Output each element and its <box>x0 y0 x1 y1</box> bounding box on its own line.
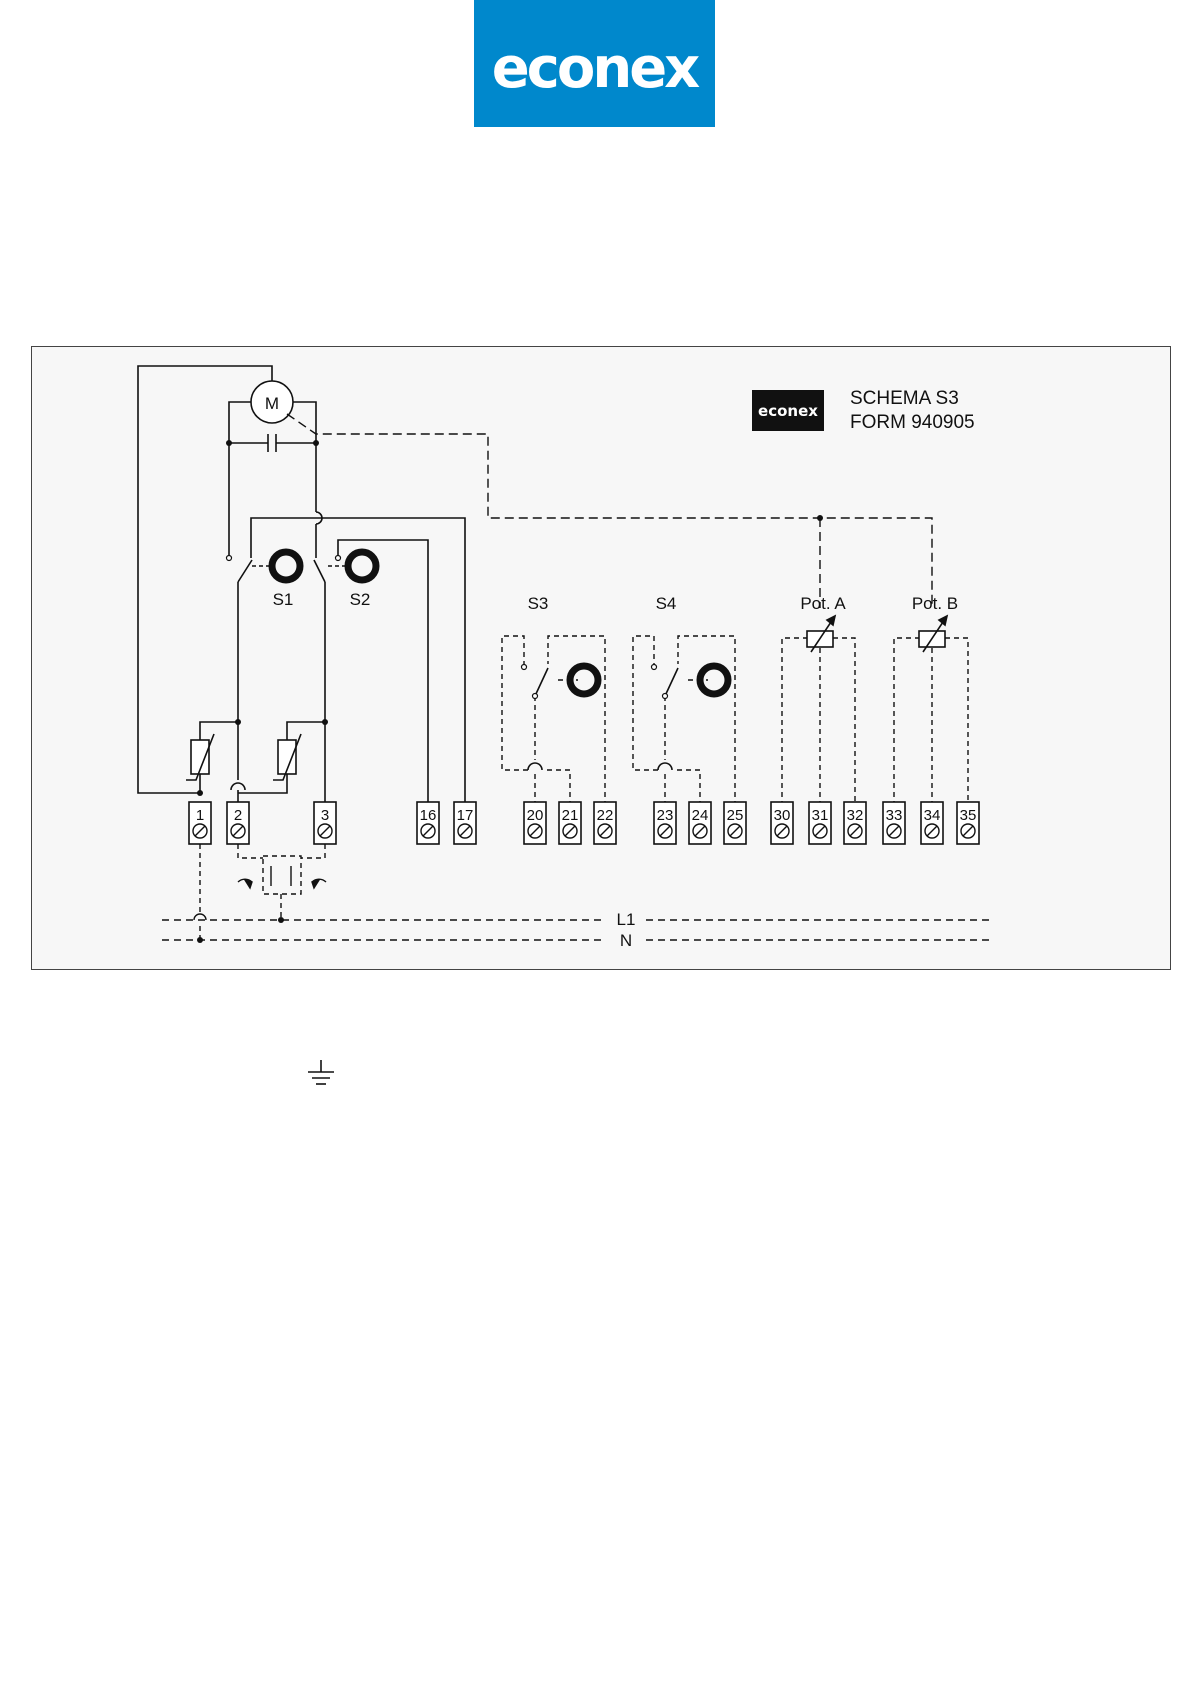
terminal-label: 24 <box>692 807 709 824</box>
brand-badge-text: econex <box>758 402 818 420</box>
pot-a-wiring <box>782 638 855 806</box>
terminal-label: 1 <box>196 807 204 824</box>
terminal-block-16: 16 <box>417 802 439 844</box>
terminal-block-2: 2 <box>227 802 249 844</box>
thermistor <box>186 734 214 780</box>
contact-point <box>533 694 538 699</box>
junction-dot <box>322 719 328 725</box>
motor-wiring <box>138 366 465 806</box>
potentiometer-a <box>807 616 835 652</box>
terminal-label: 34 <box>924 807 941 824</box>
switch-s4-wiring <box>633 636 735 806</box>
motor-symbol <box>229 381 316 452</box>
terminal-label: 30 <box>774 807 791 824</box>
terminal-label: 23 <box>657 807 674 824</box>
pot-label-b: Pot. B <box>912 594 958 613</box>
potentiometer-b <box>919 616 947 652</box>
terminal-label: 2 <box>234 807 242 824</box>
neutral-line-label: N <box>620 931 632 950</box>
junction-dot <box>817 515 823 521</box>
mechanical-link <box>287 414 932 608</box>
switch-label-s4: S4 <box>656 594 677 613</box>
terminal-label: 32 <box>847 807 864 824</box>
supply-bus-lines <box>162 920 990 940</box>
terminal-label: 20 <box>527 807 544 824</box>
external-switch <box>238 866 326 888</box>
terminal-block-22: 22 <box>594 802 616 844</box>
terminal-block-35: 35 <box>957 802 979 844</box>
terminal-label: 22 <box>597 807 614 824</box>
terminal-block-23: 23 <box>654 802 676 844</box>
terminal-block-21: 21 <box>559 802 581 844</box>
pot-label-a: Pot. A <box>800 594 846 613</box>
terminal-block-31: 31 <box>809 802 831 844</box>
switch-s3-wiring <box>502 636 605 806</box>
supply-wiring <box>194 844 325 940</box>
terminal-block-20: 20 <box>524 802 546 844</box>
terminal-block-24: 24 <box>689 802 711 844</box>
switch-s4-contact <box>658 668 678 770</box>
cam-switch-s2 <box>328 552 376 580</box>
pot-b-wiring <box>894 638 968 806</box>
motor-label: M <box>265 394 279 413</box>
terminal-block-17: 17 <box>454 802 476 844</box>
terminal-block-33: 33 <box>883 802 905 844</box>
terminal-label: 25 <box>727 807 744 824</box>
ground-icon <box>308 1060 334 1084</box>
contact-point <box>227 556 232 561</box>
cam-switch-s4 <box>700 666 728 694</box>
terminal-label: 31 <box>812 807 829 824</box>
terminal-label: 16 <box>420 807 437 824</box>
terminal-label: 17 <box>457 807 474 824</box>
switch-label-s1: S1 <box>273 590 294 609</box>
junction-dot <box>235 719 241 725</box>
terminal-label: 35 <box>960 807 977 824</box>
junction-dot <box>197 790 203 796</box>
phase-line-label: L1 <box>617 910 636 929</box>
schema-title: SCHEMA S3 <box>850 388 959 409</box>
terminal-label: 33 <box>886 807 903 824</box>
terminal-block-32: 32 <box>844 802 866 844</box>
contact-point <box>652 665 657 670</box>
switch-label-s2: S2 <box>350 590 371 609</box>
contact-point <box>336 556 341 561</box>
thermistor <box>273 734 301 780</box>
cam-switch-s3 <box>570 666 598 694</box>
terminal-block-1: 1 <box>189 802 211 844</box>
terminal-block-34: 34 <box>921 802 943 844</box>
contact-point <box>522 665 527 670</box>
terminal-block-25: 25 <box>724 802 746 844</box>
contact-point <box>663 694 668 699</box>
form-number: FORM 940905 <box>850 412 975 433</box>
terminal-block-3: 3 <box>314 802 336 844</box>
terminal-label: 21 <box>562 807 579 824</box>
cam-switch-s1 <box>252 552 300 580</box>
switch-label-s3: S3 <box>528 594 549 613</box>
terminal-block-30: 30 <box>771 802 793 844</box>
terminal-label: 3 <box>321 807 329 824</box>
switch-s3-contact <box>528 668 548 770</box>
